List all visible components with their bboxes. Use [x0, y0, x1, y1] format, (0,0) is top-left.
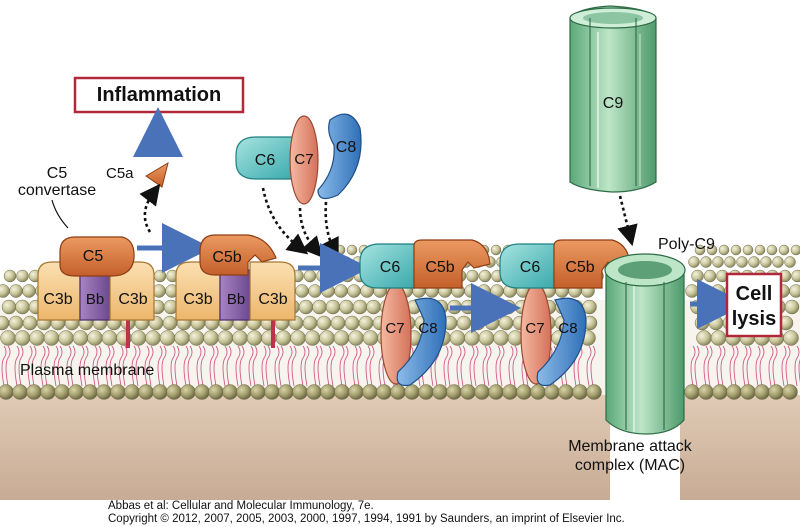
c7-binding-arrow [298, 207, 323, 258]
c5b-convertase-complex: C5b C3b Bb C3b [175, 234, 296, 348]
c5-convertase-label-2: convertase [18, 182, 96, 199]
c9-protein: C9 [569, 5, 657, 193]
c9-label: C9 [603, 95, 624, 112]
cell-lysis-label-1: Cell [736, 283, 773, 305]
c3b-label: C3b [118, 291, 147, 308]
c7-label: C7 [385, 320, 404, 337]
figure-source: Abbas et al: Cellular and Molecular Immu… [108, 500, 374, 512]
mac-label-1: Membrane attack [568, 438, 693, 455]
c7-label: C7 [525, 320, 544, 337]
c5a-label: C5a [106, 165, 134, 182]
c3b-block [109, 261, 155, 321]
c7-label: C7 [294, 151, 313, 168]
c7-protein [289, 115, 319, 205]
c3b-label: C3b [183, 291, 212, 308]
c8-protein [317, 113, 362, 200]
c5-cleavage-arrow [139, 183, 161, 233]
bb-label: Bb [227, 291, 245, 308]
inner-leaflet [0, 384, 798, 400]
c5-convertase-complex: C5 C3b Bb C3b [37, 236, 155, 348]
c5-convertase-label-1: C5 [47, 165, 68, 182]
c5b-protein [199, 234, 277, 276]
c3b-label: C3b [43, 291, 72, 308]
c5b-label: C5b [425, 259, 454, 276]
free-c6-c7-c8: C6 C7 C8 [235, 113, 362, 205]
c5b-label: C5b [212, 249, 241, 266]
c8-binding-arrow [320, 201, 339, 260]
c6-label: C6 [255, 152, 276, 169]
c8-label: C8 [558, 320, 577, 337]
c5a-fragment [145, 161, 169, 188]
mac-pore [604, 253, 686, 435]
c5-label: C5 [83, 248, 104, 265]
c5-protein [59, 236, 135, 277]
cell-lysis-box [725, 272, 783, 338]
inflammation-box [73, 76, 245, 114]
c5b-label: C5b [565, 259, 594, 276]
cytoplasm [0, 395, 610, 500]
c8-label: C8 [418, 320, 437, 337]
c8-label: C8 [336, 139, 357, 156]
lipid-tails [1, 345, 800, 387]
poly-c9-label: Poly-C9 [658, 236, 715, 253]
c5b-8-complex-2: C6 C5b C7 C8 [499, 239, 631, 387]
copyright-line: Copyright © 2012, 2007, 2005, 2003, 2000… [108, 513, 625, 525]
c9-polymerization-arrow [617, 195, 638, 247]
plasma-membrane-label: Plasma membrane [20, 362, 154, 379]
c5b-8-complex: C6 C5b C7 C8 [359, 239, 491, 387]
c6-binding-arrow [261, 187, 309, 255]
mac-label-2: complex (MAC) [575, 457, 685, 474]
cell-lysis-label-2: lysis [732, 308, 776, 330]
bb-label: Bb [86, 291, 104, 308]
c6-label: C6 [380, 259, 401, 276]
c3b-label: C3b [258, 291, 287, 308]
c6-label: C6 [520, 259, 541, 276]
inflammation-label: Inflammation [97, 84, 221, 106]
